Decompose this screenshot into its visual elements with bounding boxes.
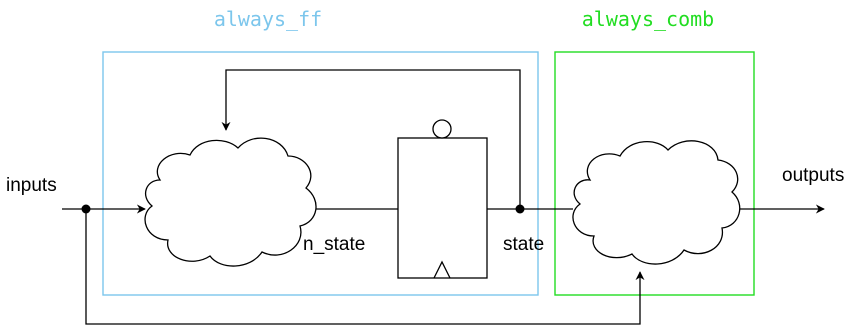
always-ff-block (102, 51, 539, 296)
state-label: state (503, 234, 544, 255)
state-junction-dot (515, 204, 525, 214)
cloud-icon (144, 137, 317, 267)
always-ff-label: always_ff (214, 7, 322, 31)
always-comb-label: always_comb (582, 7, 714, 31)
cloud-icon (572, 140, 741, 265)
reset-bubble-icon (432, 119, 452, 139)
outputs-label: outputs (782, 165, 844, 186)
n-state-label: n_state (303, 234, 365, 255)
clock-triangle-icon (433, 260, 451, 279)
feedback-wire (221, 69, 521, 209)
inputs-label: inputs (6, 175, 57, 196)
input-branch-wire (85, 209, 645, 325)
input-junction-dot (81, 204, 91, 214)
always-comb-block (554, 51, 755, 296)
wires (62, 69, 825, 325)
flip-flop-icon (397, 119, 488, 279)
